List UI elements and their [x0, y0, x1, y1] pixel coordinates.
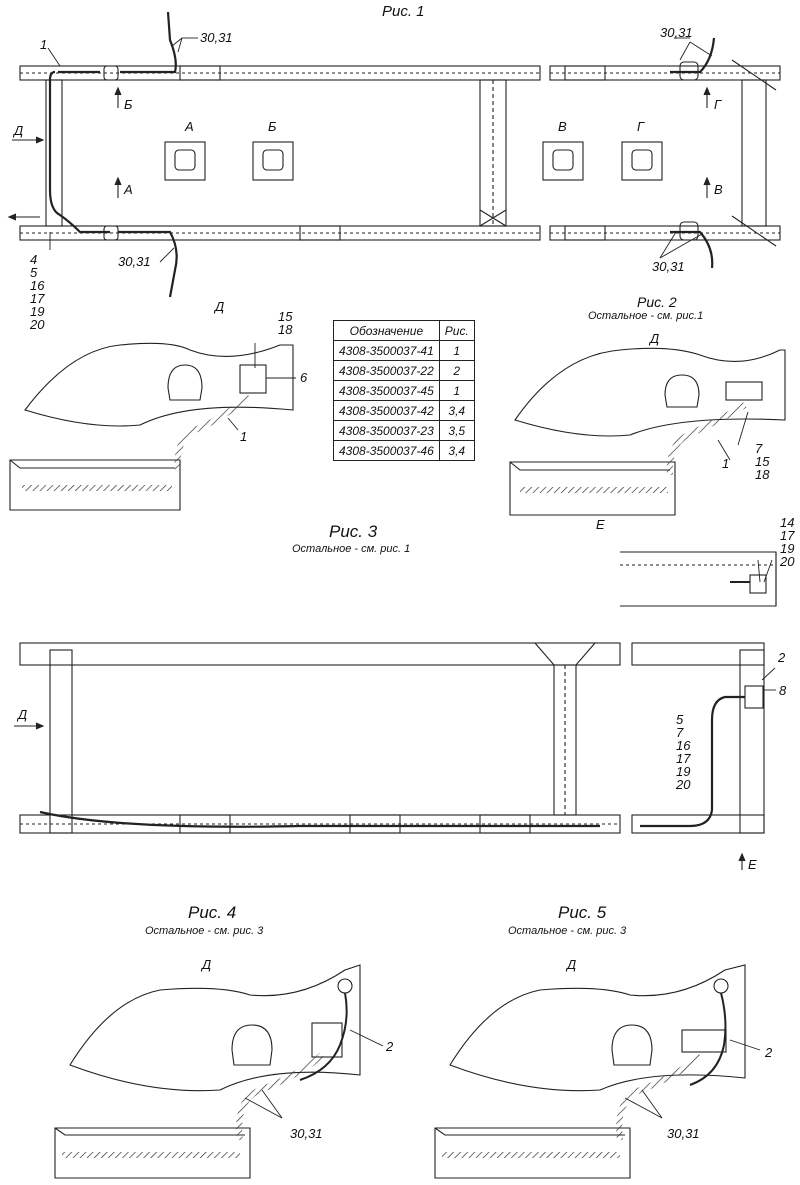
fig4-leaders [244, 1029, 384, 1119]
callout-30-31-bottom-left: 30,31 [118, 254, 151, 269]
fig3-title: Рис. 3 [329, 522, 378, 541]
fig5-detail-d [434, 964, 746, 1179]
callout-8: 8 [779, 683, 787, 698]
table-cell: 3,4 [438, 440, 475, 461]
callout-1-detail: 1 [240, 429, 248, 444]
fig1-frame [19, 59, 781, 247]
detail-label-d-fig2: Д [650, 331, 660, 346]
arrow-label-g: Г [714, 97, 722, 112]
callout-2-fig4: 2 [386, 1039, 394, 1054]
fig1-detail-leaders [227, 343, 296, 431]
view-label-g: Г [637, 119, 645, 134]
detail-label-d-fig1: Д [215, 299, 225, 314]
fig1-title: Рис. 1 [382, 3, 425, 20]
callout-30-31-bottom-right: 30,31 [652, 259, 685, 274]
fig2-title: Рис. 2 [637, 294, 677, 310]
fig4-detail-d [54, 964, 361, 1179]
fig3-harness [39, 695, 745, 828]
callout-1-fig1: 1 [40, 37, 48, 52]
table-cell: 4308-3500037-45 [333, 380, 440, 401]
table-cell: 4308-3500037-23 [333, 420, 440, 441]
callout-30-31-top-right: 30,31 [660, 25, 693, 40]
table-cell: 3,4 [438, 400, 475, 421]
view-label-a: А [185, 119, 194, 134]
detail-label-d-fig4: Д [202, 957, 212, 972]
arrow-label-v: В [714, 182, 723, 197]
table-cell: 4308-3500037-22 [333, 360, 440, 381]
fig1-detail-d [9, 342, 294, 511]
callout-6: 6 [300, 370, 308, 385]
table-cell: 1 [438, 340, 475, 361]
fig1-leaders [47, 37, 713, 263]
fig2-detail-d [509, 347, 786, 516]
fig4-note: Остальное - см. рис. 3 [145, 925, 264, 937]
fig5-note: Остальное - см. рис. 3 [508, 925, 627, 937]
table-cell: 4308-3500037-41 [333, 340, 440, 361]
fig3-frame [19, 642, 765, 834]
fig3-note: Остальное - см. рис. 1 [292, 543, 411, 555]
fig3-leaders [761, 667, 776, 691]
fig2-detail-leaders [717, 411, 749, 461]
view-label-b: Б [268, 119, 277, 134]
table-header-designation: Обозначение [333, 320, 440, 341]
fig5-leaders [624, 1039, 761, 1119]
callout-2-fig5: 2 [765, 1045, 773, 1060]
callout-2-fig3: 2 [778, 650, 786, 665]
arrow-label-d-fig1: Д [14, 123, 24, 138]
detail-label-d-fig5: Д [567, 957, 577, 972]
arrow-label-b: Б [124, 97, 133, 112]
callout-1-fig2: 1 [722, 456, 730, 471]
arrow-label-d-fig3: Д [18, 707, 28, 722]
callout-30-31-fig4: 30,31 [290, 1126, 323, 1141]
fig1-valves [103, 61, 699, 241]
table-cell: 2 [438, 360, 475, 381]
view-arrows [7, 86, 746, 870]
fig4-title: Рис. 4 [188, 903, 237, 922]
table-cell: 3,5 [438, 420, 475, 441]
detail-views [164, 141, 663, 181]
callout-30-31-fig5: 30,31 [667, 1126, 700, 1141]
callout-30-31-top-left: 30,31 [200, 30, 233, 45]
fig3-detail-e [620, 551, 777, 607]
table-cell: 4308-3500037-46 [333, 440, 440, 461]
table-header-figure: Рис. [438, 320, 475, 341]
fig1-harness [48, 11, 716, 298]
view-label-v: В [558, 119, 567, 134]
table-header-row: Обозначение Рис. [333, 320, 475, 341]
arrow-label-e: Е [748, 857, 757, 872]
fig2-note: Остальное - см. рис.1 [588, 310, 704, 322]
table-cell: 4308-3500037-42 [333, 400, 440, 421]
fig5-title: Рис. 5 [558, 903, 607, 922]
arrow-label-a: А [124, 182, 133, 197]
detail-label-e: Е [596, 517, 605, 532]
table-cell: 1 [438, 380, 475, 401]
